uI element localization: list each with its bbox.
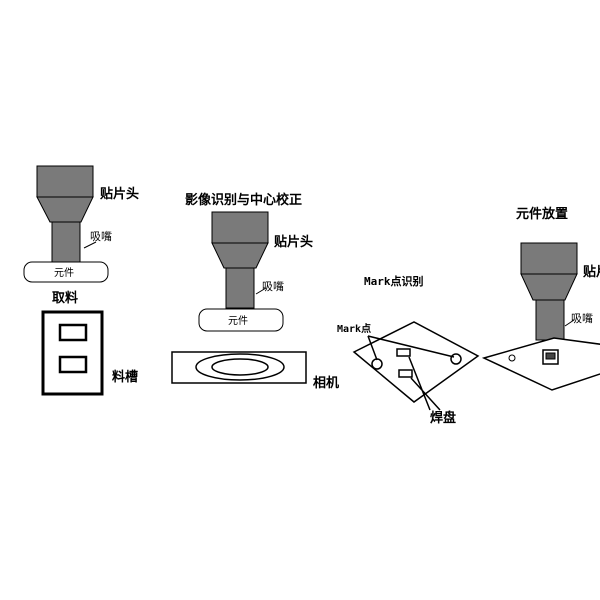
- step1-nozzle-label: 吸嘴: [90, 230, 112, 243]
- step3-pad-pointers: [408, 356, 441, 411]
- step1-step-label: 取料: [52, 290, 78, 306]
- step1-component-label: 元件: [54, 267, 74, 279]
- step3-mark-pointers: [367, 335, 455, 361]
- step4-head-label: 贴片: [583, 264, 600, 280]
- step2-component-label: 元件: [228, 315, 248, 327]
- step3-pad-label: 焊盘: [430, 410, 456, 426]
- step1-feeder-tray: [41, 310, 104, 396]
- step4-nozzle-pointer: [564, 319, 575, 327]
- step3-mark-point-right: [450, 353, 462, 365]
- step2-nozzle-pointer: [255, 287, 267, 295]
- step4-placement-head: [520, 242, 578, 341]
- step3-title: Mark点识别: [364, 274, 424, 288]
- step1-component: 元件: [23, 261, 109, 283]
- step3-mark-point-left: [371, 358, 383, 370]
- step2-title: 影像识别与中心校正: [185, 192, 302, 208]
- step1-head-label: 贴片头: [100, 186, 139, 202]
- step2-placement-head: [211, 211, 269, 309]
- step1-nozzle-pointer: [83, 241, 97, 249]
- step3-group: Mark点识别 Mark点 焊盘: [337, 274, 480, 426]
- step2-head-label: 贴片头: [274, 234, 313, 250]
- step3-pcb-board: [352, 321, 480, 403]
- step4-placed-component: [542, 349, 559, 365]
- step2-component: 元件: [198, 308, 284, 332]
- step2-nozzle-label: 吸嘴: [262, 280, 284, 293]
- step2-camera-label: 相机: [313, 375, 339, 391]
- step2-camera: [171, 351, 307, 384]
- step4-pcb-board: [481, 337, 600, 391]
- step3-pad-bottom: [398, 369, 413, 378]
- step1-feeder-label: 料槽: [112, 369, 138, 385]
- step4-group: 元件放置 贴片 吸嘴: [481, 206, 600, 391]
- step2-group: 影像识别与中心校正 贴片头 吸嘴 元件 相机: [171, 192, 339, 391]
- step3-pad-top: [396, 348, 411, 357]
- step1-group: 贴片头 吸嘴 元件 取料 料槽: [23, 165, 139, 396]
- step4-title: 元件放置: [516, 206, 568, 222]
- step4-mark-point: [508, 354, 516, 362]
- step4-nozzle-label: 吸嘴: [571, 312, 593, 325]
- step3-mark-label: Mark点: [337, 322, 371, 335]
